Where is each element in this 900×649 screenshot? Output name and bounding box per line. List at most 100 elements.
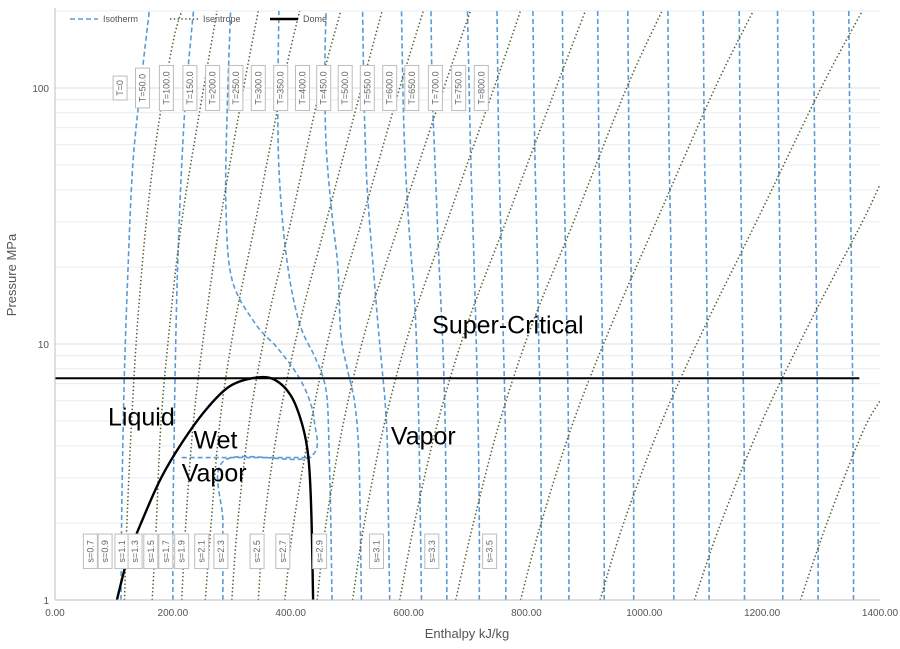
isotherm-label-box [427,64,443,112]
isotherm-line [324,10,363,600]
isentrope-label: s=2.3 [213,533,229,570]
isotherm-label: T=400.0 [295,64,310,112]
isotherm-label-text: T=750.0 [454,71,464,104]
isotherm-label: T=300.0 [250,64,266,112]
isotherm-line [738,10,746,600]
isotherm-line [848,10,855,600]
isotherm-label: T=800.0 [473,64,489,112]
isentrope-line [599,10,863,600]
isotherm-line [812,10,819,600]
isentrope-series [123,10,880,600]
isotherm-label-text: T=250.0 [231,71,241,104]
isotherm-line [361,10,391,600]
isentrope-line [351,10,522,600]
isotherm-label-box [182,64,198,112]
legend-label: Isotherm [103,14,138,24]
isentrope-label-box [97,533,113,570]
legend-label: Dome [303,14,327,24]
isentrope-label-box [127,533,143,570]
dome-series [55,375,860,600]
isotherm-label-box [382,64,398,112]
isotherm-line [466,10,481,600]
isentrope-label-box [482,533,498,570]
isotherm-label-box [451,64,467,112]
x-tick-label: 0.00 [45,608,65,619]
isotherm-label-text: T=650.0 [407,71,417,104]
isotherm-label: T=100.0 [158,64,174,112]
isentrope-label-text: s=0.9 [100,540,110,562]
isentrope-label: s=1.1 [114,533,130,570]
isotherm-label-text: T=450.0 [319,71,329,104]
isotherm-label-box [404,64,420,112]
isotherm-label-box [295,64,310,112]
isotherm-label-box [158,64,174,112]
isentrope-label: s=1.7 [158,533,174,570]
isentrope-line [151,10,218,600]
isentrope-label-text: s=2.3 [216,540,226,562]
isotherm-label-text: T=400.0 [298,71,308,104]
region-label: Vapor [391,422,456,450]
isotherm-line [400,10,423,600]
isentrope-label-text: s=1.7 [161,540,171,562]
x-tick-label: 400.00 [275,608,306,619]
isotherm-line [561,10,570,600]
isotherm-label-text: T=150.0 [185,71,195,104]
isentrope-line [204,10,301,600]
isentrope-label-text: s=3.3 [427,540,437,562]
isentrope-label-box [249,533,265,570]
isentrope-label-text: s=0.7 [85,540,95,562]
x-tick-label: 600.00 [393,608,424,619]
isotherm-label: T=500.0 [337,64,353,112]
isotherm-line [776,10,784,600]
isentrope-label: s=0.9 [97,533,113,570]
x-tick-label: 1000.00 [626,608,663,619]
x-tick-label: 200.00 [158,608,189,619]
y-axis-title: Pressure MPa [4,233,19,316]
isentrope-label: s=2.7 [275,533,291,570]
dome-curve [115,375,315,600]
isotherm-label: T=750.0 [451,64,467,112]
isentrope-label-box [158,533,174,570]
y-tick-label: 100 [32,84,49,95]
y-tick-label: 10 [38,340,50,351]
region-label: Vapor [182,460,247,488]
isentrope-label-box [194,533,210,570]
isotherm-label: T=150.0 [182,64,198,112]
isotherm-line [532,10,543,600]
isentrope-line [398,10,587,600]
isotherm-line [216,10,319,600]
isentrope-line [257,10,383,600]
isotherm-label-text: T=800.0 [476,71,486,104]
x-axis-title: Enthalpy kJ/kg [425,626,510,641]
isotherm-label-text: T=550.0 [362,71,372,104]
isentrope-line [316,10,472,600]
axes [54,8,880,601]
isotherm-label-box [359,64,375,112]
x-tick-label: 800.00 [511,608,542,619]
isotherm-label: T=50.0 [135,67,150,109]
isentrope-label-box [174,533,190,570]
isotherm-line [596,10,606,600]
isentrope-line [454,10,663,600]
isentrope-label-text: s=3.1 [372,540,382,562]
isotherm-label: T=550.0 [359,64,375,112]
isotherm-label: T=700.0 [427,64,443,112]
isotherm-label-box [250,64,266,112]
isentrope-label: s=3.1 [369,533,384,570]
isotherm-label-text: T=600.0 [385,71,395,104]
y-tick-labels: 1 10 100 [32,84,49,607]
isentrope-line [284,10,425,600]
isentrope-line [519,10,754,600]
isentrope-line [693,184,880,600]
isotherm-line [667,10,675,600]
isentrope-label-text: s=1.5 [146,540,156,562]
isotherm-label-text: T=0 [115,80,125,96]
isentrope-label-text: s=2.9 [315,540,325,562]
isotherm-label-box [273,64,289,112]
y-tick-label: 1 [43,596,49,607]
region-label: Liquid [108,404,175,432]
isentrope-label-text: s=2.7 [278,540,288,562]
grid-lines [55,10,880,601]
